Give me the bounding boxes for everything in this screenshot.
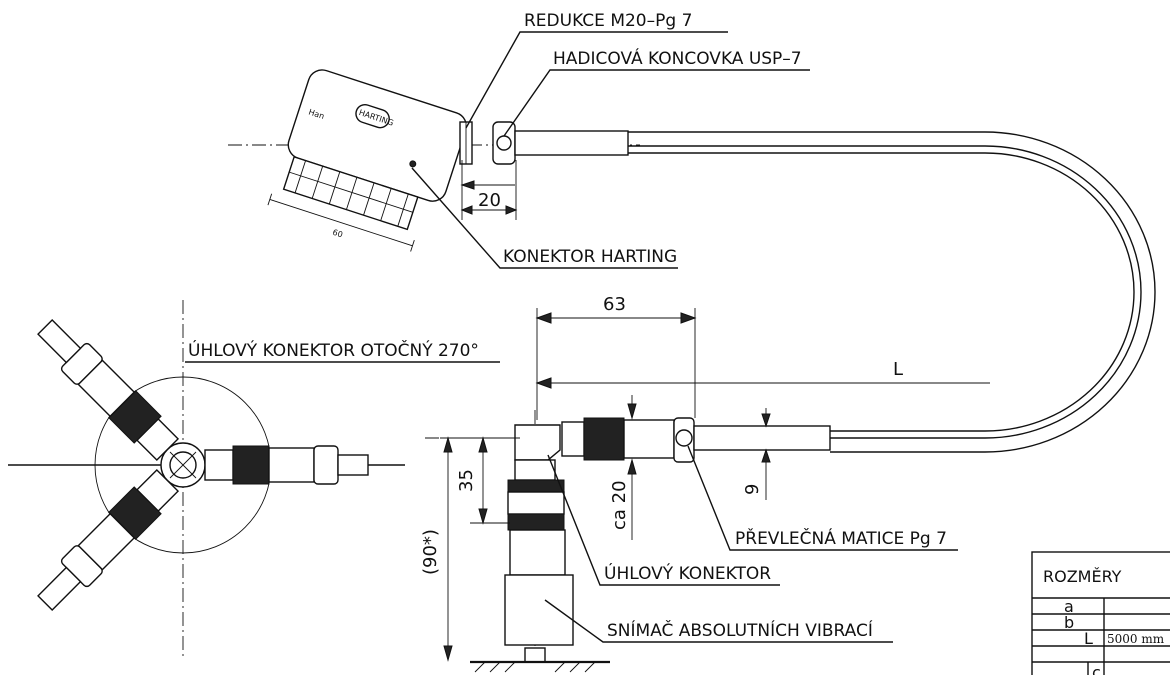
harting-connector-label: KONEKTOR HARTING — [503, 247, 677, 267]
reducer-label: REDUKCE M20–Pg 7 — [524, 11, 692, 31]
angle-connector-label: ÚHLOVÝ KONEKTOR — [604, 562, 771, 584]
union-nut-label: PŘEVLEČNÁ MATICE Pg 7 — [735, 527, 947, 549]
table-title: ROZMĚRY — [1043, 567, 1122, 586]
table-value-L: 5000 mm — [1107, 632, 1165, 646]
corrugated-hose-top — [514, 130, 629, 156]
dimensions: 20 63 L 35 (90*) ca 20 — [420, 160, 990, 662]
dim-ca20: ca 20 — [609, 480, 630, 530]
dim-35: 35 — [456, 469, 477, 492]
rotary-view — [8, 300, 405, 660]
table-key-c: c — [1092, 663, 1101, 675]
cable-loop — [628, 131, 1156, 453]
hose-fitting-label: HADICOVÁ KONCOVKA USP–7 — [553, 47, 802, 69]
connector-width-text: 60 — [331, 228, 343, 240]
dimensions-table: ROZMĚRY a b L 5000 mm c — [1031, 551, 1170, 675]
dim-20: 20 — [478, 190, 501, 211]
dim-90: (90*) — [420, 529, 441, 575]
table-key-L: L — [1084, 629, 1093, 648]
sensor-side-view — [425, 410, 831, 673]
harting-connector-assembly: HARTING Han 60 — [228, 69, 640, 252]
table-key-a: a — [1064, 597, 1074, 616]
table-key-b: b — [1064, 613, 1074, 632]
angle-rotary-label: ÚHLOVÝ KONEKTOR OTOČNÝ 270° — [188, 339, 479, 361]
labels: REDUKCE M20–Pg 7 HADICOVÁ KONCOVKA USP–7… — [185, 11, 958, 643]
dim-63: 63 — [603, 294, 626, 315]
sensor-label: SNÍMAČ ABSOLUTNÍCH VIBRACÍ — [607, 619, 873, 641]
dim-L: L — [893, 359, 903, 380]
dim-9: 9 — [742, 484, 763, 495]
